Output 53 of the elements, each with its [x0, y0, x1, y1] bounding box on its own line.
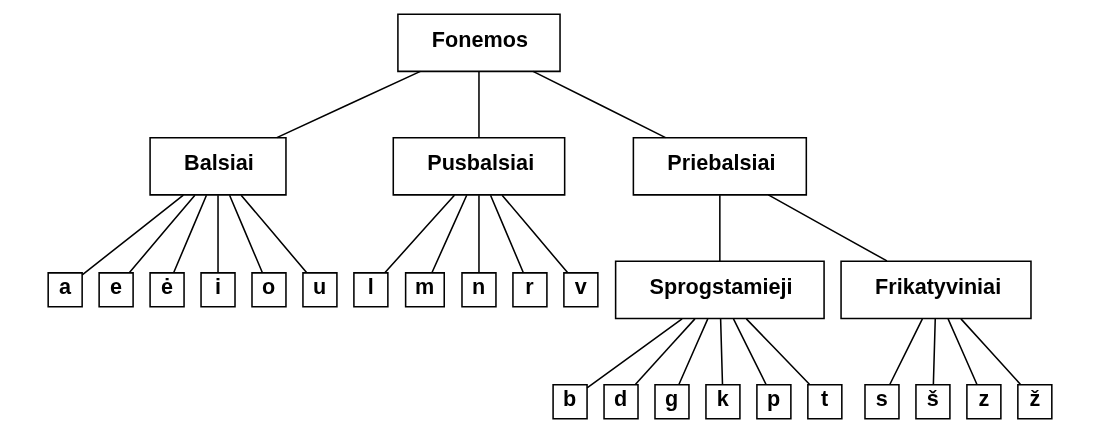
connector: [276, 70, 422, 139]
node-box: o: [251, 272, 287, 308]
node-box: e: [98, 272, 134, 308]
connector: [960, 318, 1022, 386]
node-box: p: [756, 384, 792, 420]
connector: [634, 318, 696, 386]
node-box: Sprogstamieji: [614, 260, 825, 320]
connector: [384, 194, 456, 274]
node-box: u: [302, 272, 338, 308]
connector: [501, 194, 569, 274]
node-box: a: [47, 272, 83, 308]
node-box: Priebalsiai: [632, 137, 808, 196]
connector: [889, 318, 924, 386]
node-box: š: [915, 384, 951, 420]
connector: [719, 194, 721, 262]
node-box: m: [404, 272, 445, 308]
node-box: b: [552, 384, 588, 420]
node-box: Frikatyviniai: [840, 260, 1032, 320]
connector: [489, 194, 525, 274]
node-box: t: [807, 384, 843, 420]
connector: [532, 70, 667, 139]
node-box: k: [705, 384, 741, 420]
connector: [767, 194, 888, 262]
connector: [228, 194, 264, 274]
connector: [478, 194, 480, 274]
node-box: ž: [1017, 384, 1053, 420]
connector: [678, 318, 709, 386]
node-box: r: [512, 272, 548, 308]
node-box: Pusbalsiai: [392, 137, 566, 196]
node-box: v: [563, 272, 599, 308]
node-box: s: [864, 384, 900, 420]
connector: [128, 194, 196, 274]
connector: [732, 318, 767, 386]
connector: [586, 318, 683, 389]
connector: [172, 194, 208, 274]
node-box: i: [200, 272, 236, 308]
node-box: Balsiai: [149, 137, 287, 196]
node-box: z: [966, 384, 1002, 420]
node-box: ė: [149, 272, 185, 308]
connector: [932, 318, 936, 386]
connector: [81, 194, 185, 276]
node-box: l: [353, 272, 389, 308]
connector: [745, 318, 811, 386]
connector: [217, 194, 219, 274]
node-box: d: [603, 384, 639, 420]
connector: [431, 194, 468, 274]
connector: [719, 318, 724, 386]
connector: [947, 318, 978, 386]
node-box: n: [461, 272, 497, 308]
connector: [240, 194, 308, 274]
connector: [478, 70, 480, 139]
node-box: Fonemos: [397, 13, 561, 73]
node-box: g: [654, 384, 690, 420]
